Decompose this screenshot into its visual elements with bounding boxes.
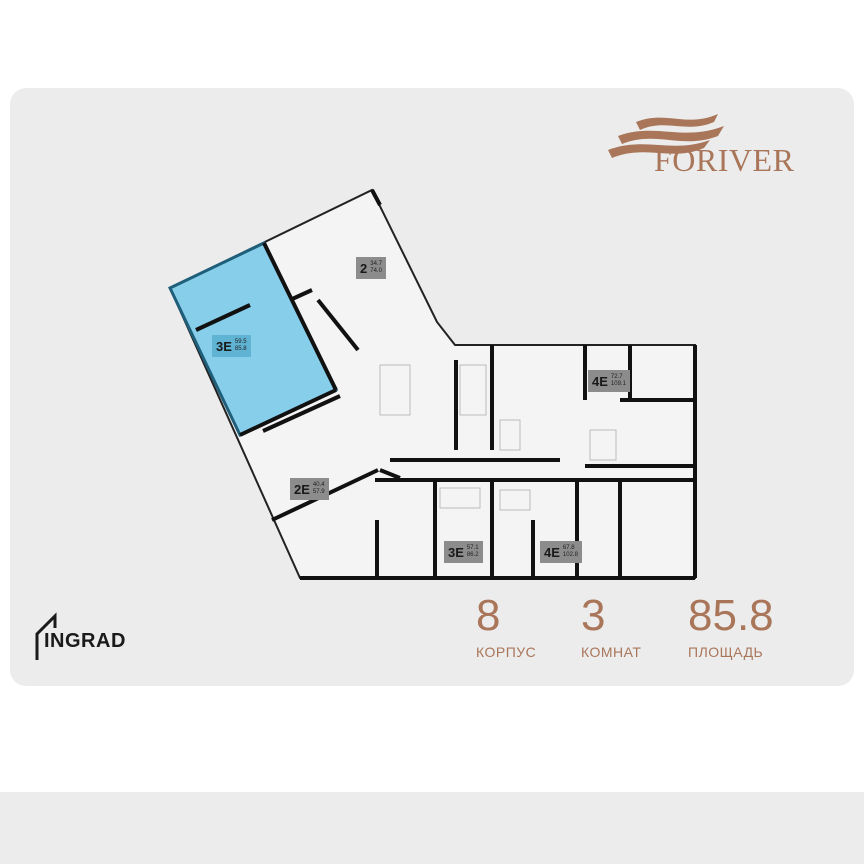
unit-area-living: 67.8 xyxy=(562,545,575,551)
unit-area-living: 34.7 xyxy=(370,261,382,267)
unit-area-living: 57.1 xyxy=(466,545,479,551)
unit-type: 3E xyxy=(216,338,232,354)
unit-area-living: 72.7 xyxy=(610,374,623,380)
stat-building: 8 КОРПУС xyxy=(476,591,537,661)
stat-rooms: 3 КОМНАТ xyxy=(581,591,642,661)
ingrad-logo-text: INGRAD xyxy=(44,630,126,652)
unit-type: 4E xyxy=(592,373,608,389)
stat-value: 85.8 xyxy=(688,591,774,640)
unit-area-total: 85.8 xyxy=(234,346,247,352)
ingrad-house-icon xyxy=(35,612,57,660)
unit-type: 2 xyxy=(360,260,368,276)
stat-label: ПЛОЩАДЬ xyxy=(688,644,764,660)
stat-value: 8 xyxy=(476,591,501,640)
bottom-band xyxy=(0,792,864,864)
foriver-logo-text: FORIVER xyxy=(654,142,795,178)
stat-area: 85.8 ПЛОЩАДЬ xyxy=(688,591,774,661)
unit-type: 3E xyxy=(448,544,464,560)
walls xyxy=(195,189,697,580)
unit-area-total: 102.8 xyxy=(562,552,578,558)
unit-area-living: 59.5 xyxy=(234,339,247,345)
unit-type: 2E xyxy=(294,481,310,497)
fixtures xyxy=(379,364,617,511)
unit-area-total: 57.9 xyxy=(312,489,325,495)
unit-area-living: 40.4 xyxy=(312,482,325,488)
stat-value: 3 xyxy=(581,591,606,640)
foriver-waves-logo xyxy=(608,114,724,158)
unit-area-total: 86.2 xyxy=(466,552,479,558)
stat-label: КОМНАТ xyxy=(581,644,642,660)
unit-type: 4E xyxy=(544,544,560,560)
unit-area-total: 109.1 xyxy=(610,381,626,387)
unit-area-total: 74.0 xyxy=(370,268,382,274)
stat-label: КОРПУС xyxy=(476,644,537,660)
